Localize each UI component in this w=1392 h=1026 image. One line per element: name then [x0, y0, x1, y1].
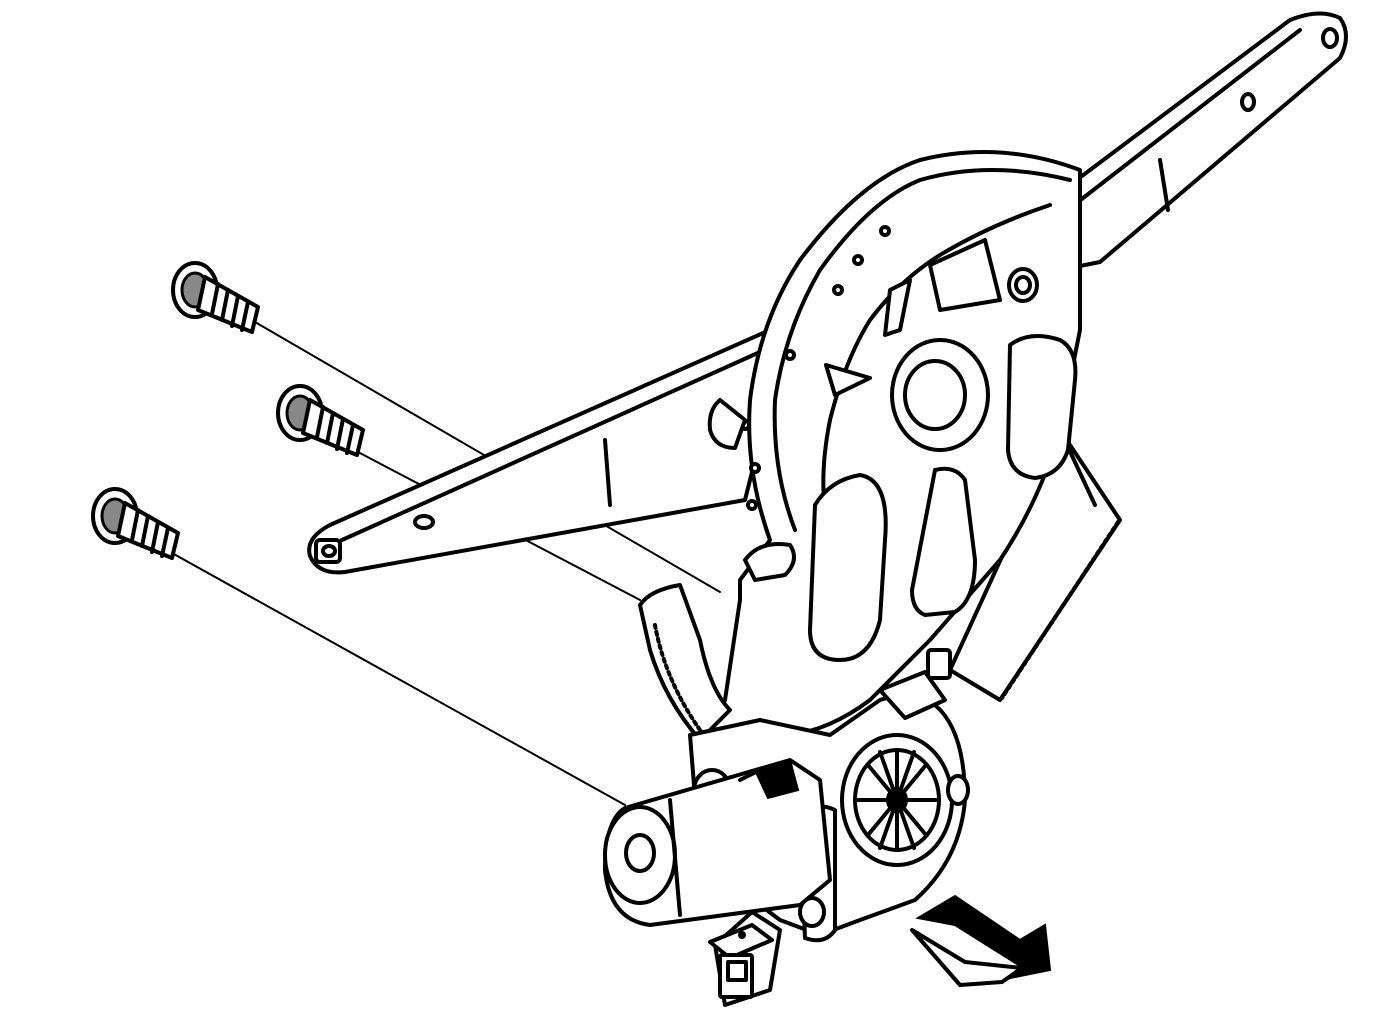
guide-arm-icon [307, 328, 772, 575]
gear-icon [853, 748, 941, 852]
bolt-icon [91, 487, 180, 560]
arrow-icon [910, 894, 1052, 987]
bolt-icon [276, 384, 365, 457]
bolt-icon [171, 261, 260, 334]
electrical-connector-icon [708, 910, 782, 1007]
lift-arm-icon [1048, 11, 1348, 272]
motor-icon [603, 758, 832, 927]
regulator-plate-icon [698, 150, 1082, 747]
leader-line [171, 552, 626, 806]
drive-gear-arm-icon [638, 583, 732, 742]
